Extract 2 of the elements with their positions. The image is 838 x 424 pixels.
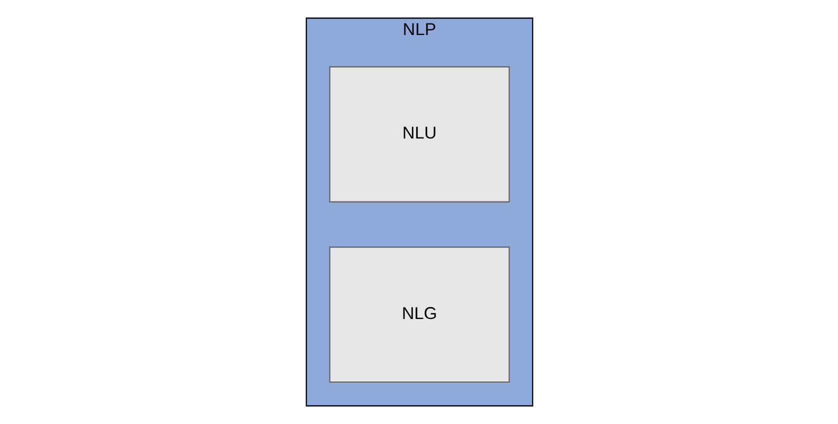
- node-box: NLU: [328, 66, 510, 202]
- node-box: NLG: [328, 246, 510, 383]
